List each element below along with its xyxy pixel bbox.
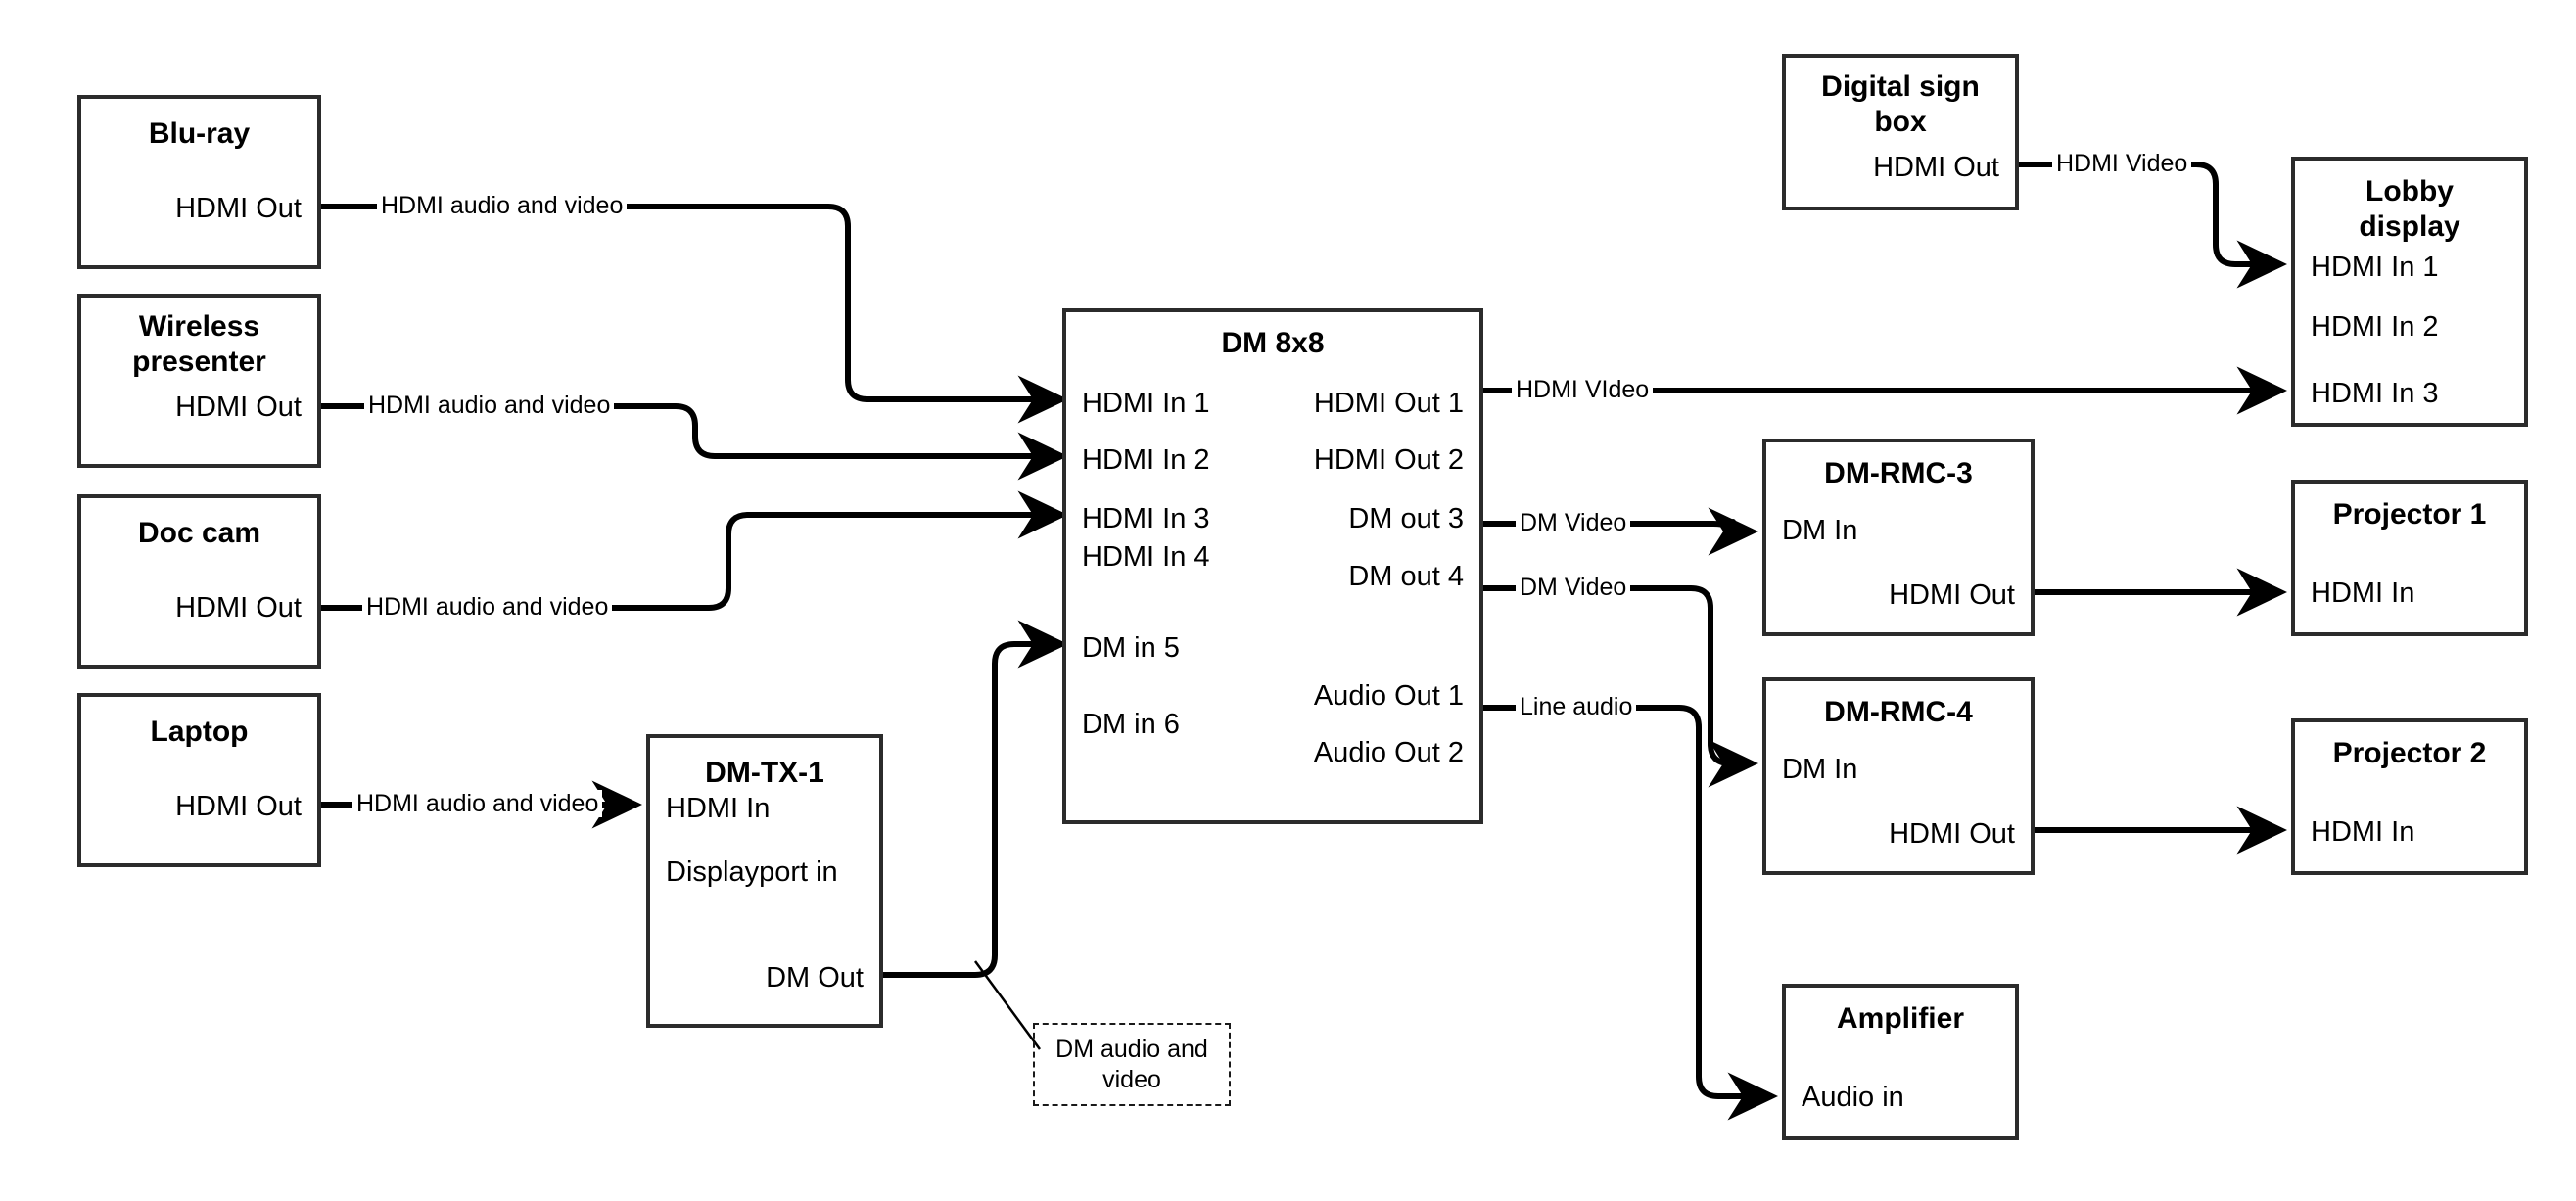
wire-dmtx1-to-in5 [883, 620, 1069, 978]
port-dm8x8-dm-in-6[interactable]: DM in 6 [1082, 709, 1180, 740]
port-dm8x8-dm-out-4[interactable]: DM out 4 [1348, 561, 1464, 592]
wire-label-digitalsign: HDMI Video [2052, 150, 2192, 177]
node-doc-cam-title: Doc cam [137, 517, 261, 549]
wire-label-wireless: HDMI audio and video [364, 392, 615, 419]
port-projector1-hdmi-in[interactable]: HDMI In [2311, 577, 2415, 609]
port-rmc4-hdmi-out[interactable]: HDMI Out [1889, 818, 2015, 850]
wire-sign-to-lobby1 [2019, 162, 2288, 289]
node-laptop-title: Laptop [150, 716, 249, 748]
node-wireless-presenter-title: Wireless presenter [132, 310, 266, 378]
port-dm8x8-hdmi-in-1[interactable]: HDMI In 1 [1082, 388, 1210, 419]
port-rmc3-hdmi-out[interactable]: HDMI Out [1889, 579, 2015, 611]
node-projector-2-title: Projector 2 [2332, 737, 2487, 769]
node-dm-rmc-3[interactable]: DM-RMC-3 DM In HDMI Out [1762, 439, 2035, 636]
node-projector-1-title: Projector 1 [2332, 498, 2487, 531]
node-amplifier-title: Amplifier [1836, 1002, 1965, 1035]
port-dmtx1-displayport-in[interactable]: Displayport in [666, 856, 838, 888]
port-dm8x8-audio-out-2[interactable]: Audio Out 2 [1313, 737, 1464, 768]
node-laptop[interactable]: Laptop HDMI Out [77, 693, 321, 867]
port-dm8x8-hdmi-out-2[interactable]: HDMI Out 2 [1313, 444, 1464, 476]
node-doc-cam[interactable]: Doc cam HDMI Out [77, 494, 321, 669]
port-bluray-hdmi-out[interactable]: HDMI Out [175, 193, 302, 224]
wire-label-audioout1: Line audio [1516, 693, 1637, 720]
wire-bluray-to-in1 [321, 204, 1069, 424]
node-dm-8x8-title: DM 8x8 [1221, 327, 1325, 359]
node-dm-8x8[interactable]: DM 8x8 HDMI In 1 HDMI In 2 HDMI In 3 HDM… [1062, 308, 1483, 824]
port-dm8x8-hdmi-in-3[interactable]: HDMI In 3 [1082, 503, 1210, 534]
port-amplifier-audio-in[interactable]: Audio in [1802, 1082, 1904, 1113]
port-rmc3-dm-in[interactable]: DM In [1782, 515, 1858, 546]
callout-dm-audio-video: DM audio and video [1033, 1023, 1231, 1106]
port-dm8x8-hdmi-in-4[interactable]: HDMI In 4 [1082, 541, 1210, 573]
wire-label-doccam: HDMI audio and video [362, 593, 613, 621]
node-dm-rmc-3-title: DM-RMC-3 [1824, 457, 1973, 489]
node-dm-rmc-4[interactable]: DM-RMC-4 DM In HDMI Out [1762, 677, 2035, 875]
node-bluray-title: Blu-ray [148, 117, 251, 150]
port-rmc4-dm-in[interactable]: DM In [1782, 754, 1858, 785]
port-lobby-hdmi-in-1[interactable]: HDMI In 1 [2311, 252, 2439, 283]
port-dm8x8-hdmi-out-1[interactable]: HDMI Out 1 [1313, 388, 1464, 419]
port-digitalsign-hdmi-out[interactable]: HDMI Out [1873, 152, 1999, 183]
node-digital-sign-box-title: Digital sign box [1821, 70, 1980, 138]
node-dm-tx-1[interactable]: DM-TX-1 HDMI In Displayport in DM Out [646, 734, 883, 1028]
callout-leader-line [973, 960, 1042, 1050]
wire-label-laptop: HDMI audio and video [352, 790, 603, 817]
wire-label-dmout3: DM Video [1516, 509, 1631, 536]
node-projector-1[interactable]: Projector 1 HDMI In [2291, 480, 2528, 636]
callout-dm-audio-video-text: DM audio and video [1055, 1036, 1208, 1093]
port-dmtx1-dm-out[interactable]: DM Out [766, 962, 864, 993]
port-dm8x8-hdmi-in-2[interactable]: HDMI In 2 [1082, 444, 1210, 476]
wire-label-bluray: HDMI audio and video [377, 192, 628, 219]
node-lobby-display[interactable]: Lobby display HDMI In 1 HDMI In 2 HDMI I… [2291, 157, 2528, 427]
node-lobby-display-title: Lobby display [2359, 175, 2460, 243]
port-lobby-hdmi-in-3[interactable]: HDMI In 3 [2311, 378, 2439, 409]
wire-audioout1-to-amp [1479, 705, 1779, 1121]
node-dm-rmc-4-title: DM-RMC-4 [1824, 696, 1973, 728]
port-laptop-hdmi-out[interactable]: HDMI Out [175, 791, 302, 822]
port-dm8x8-dm-in-5[interactable]: DM in 5 [1082, 632, 1180, 664]
port-projector2-hdmi-in[interactable]: HDMI In [2311, 816, 2415, 848]
wire-label-dmout4: DM Video [1516, 574, 1631, 601]
node-amplifier[interactable]: Amplifier Audio in [1782, 984, 2019, 1140]
node-wireless-presenter[interactable]: Wireless presenter HDMI Out [77, 294, 321, 468]
port-dm8x8-audio-out-1[interactable]: Audio Out 1 [1313, 680, 1464, 712]
node-projector-2[interactable]: Projector 2 HDMI In [2291, 718, 2528, 875]
port-lobby-hdmi-in-2[interactable]: HDMI In 2 [2311, 311, 2439, 343]
node-bluray[interactable]: Blu-ray HDMI Out [77, 95, 321, 269]
port-wireless-hdmi-out[interactable]: HDMI Out [175, 392, 302, 423]
port-dmtx1-hdmi-in[interactable]: HDMI In [666, 793, 771, 824]
port-dm8x8-dm-out-3[interactable]: DM out 3 [1348, 503, 1464, 534]
node-dm-tx-1-title: DM-TX-1 [705, 757, 824, 789]
wire-dmout4-to-rmc4 [1479, 585, 1759, 788]
port-doccam-hdmi-out[interactable]: HDMI Out [175, 592, 302, 624]
wire-label-hdmiout1: HDMI VIdeo [1512, 376, 1654, 403]
node-digital-sign-box[interactable]: Digital sign box HDMI Out [1782, 54, 2019, 210]
